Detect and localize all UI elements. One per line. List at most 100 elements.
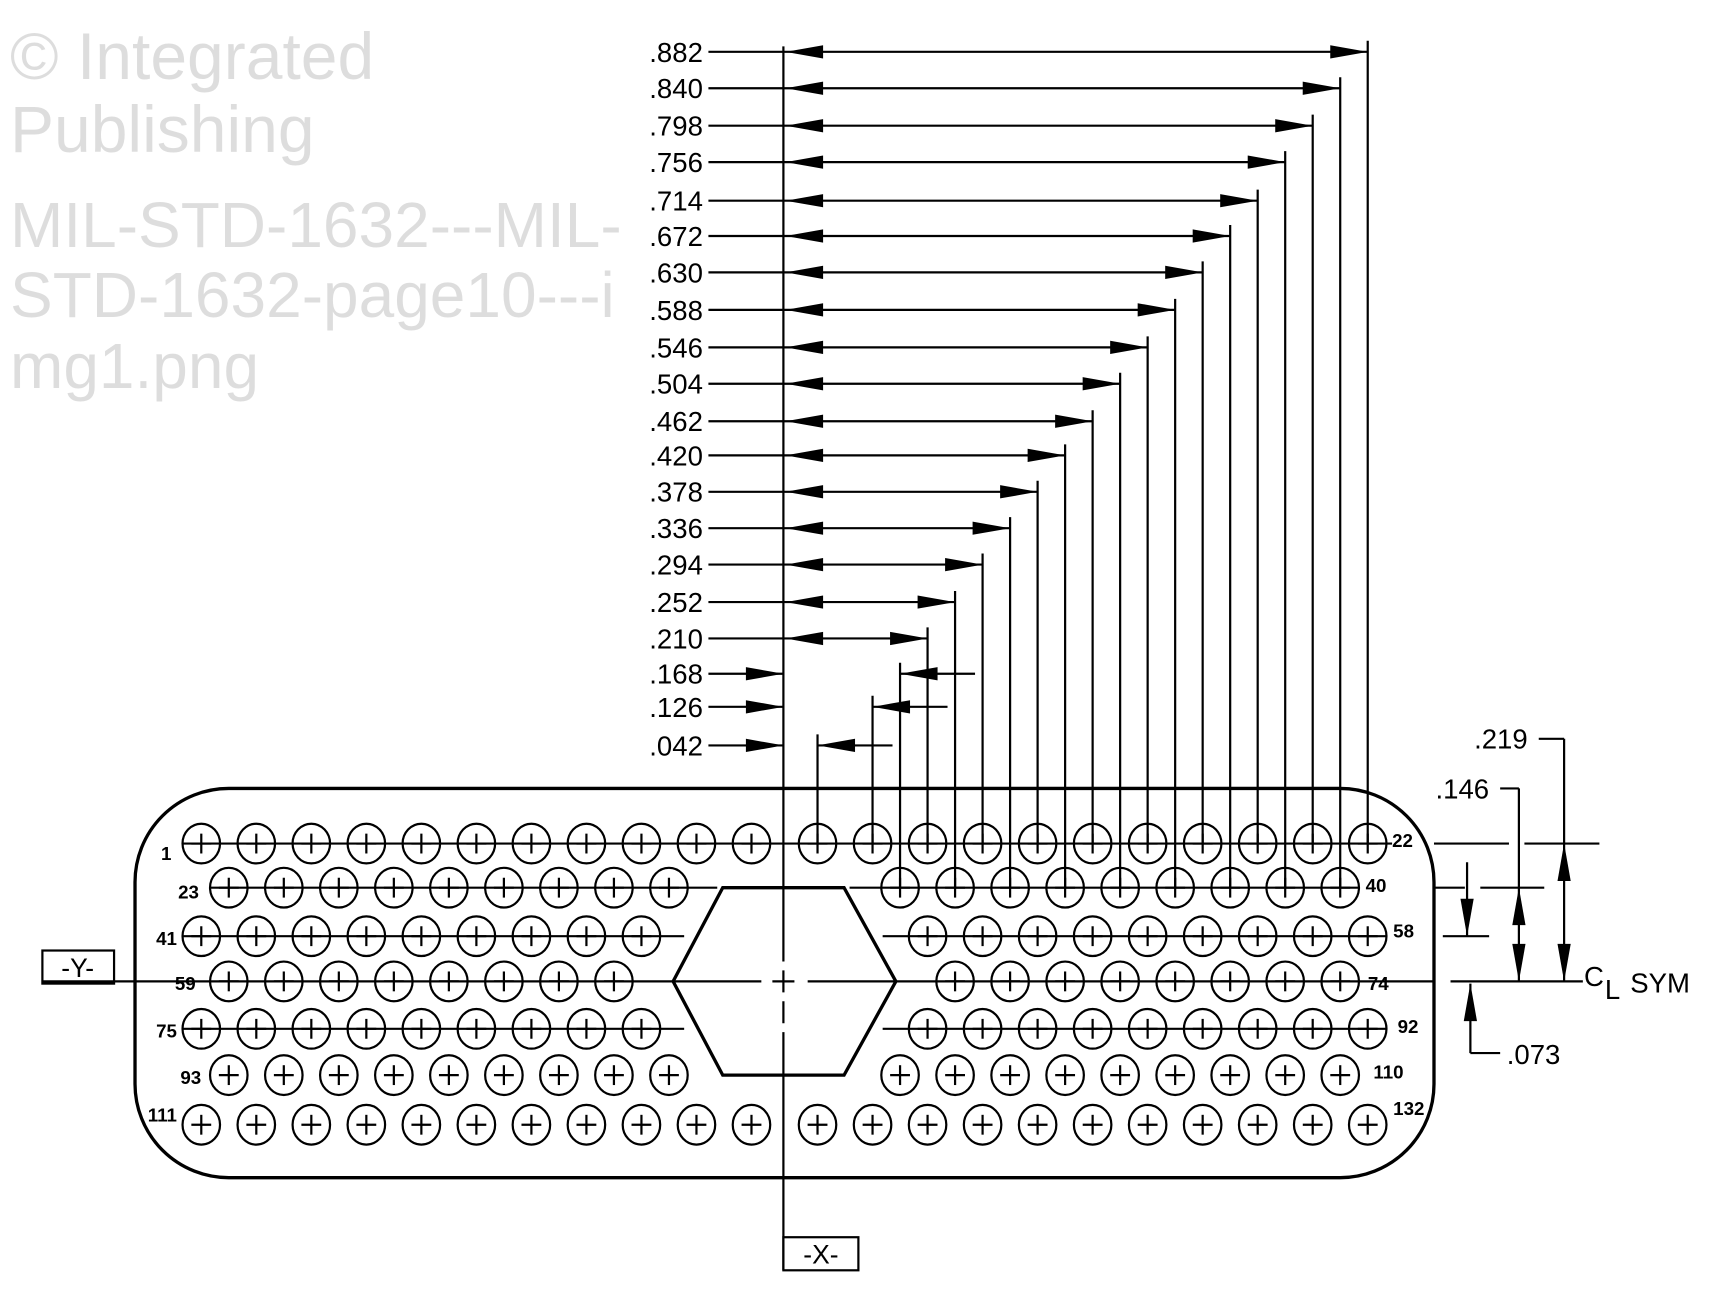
contact-pin (880, 1054, 920, 1097)
pin-circle (1347, 1007, 1388, 1050)
pin-circle (291, 822, 332, 865)
dimension-pt756: .756 (649, 147, 1287, 888)
datum-y-label: -Y- (61, 953, 94, 983)
contact-pin (1182, 915, 1223, 958)
dimension-073: .073 (1460, 862, 1560, 1070)
dimension-pt210: .210 (649, 623, 929, 844)
row-start-pin-number: 75 (156, 1021, 177, 1042)
arrowhead (900, 667, 938, 681)
pin-circle (1292, 1007, 1333, 1050)
pin-circle (962, 1007, 1003, 1050)
pin-circle (1347, 915, 1388, 958)
row-end-pin-number: 74 (1368, 973, 1389, 994)
datum-x-box (782, 1236, 860, 1272)
arrowhead (1055, 414, 1093, 428)
contact-pin (1127, 915, 1168, 958)
contact-pin (318, 866, 359, 909)
contact-pin (539, 960, 579, 1003)
pin-circle (990, 1054, 1030, 1097)
pin-circle (1292, 1103, 1333, 1146)
arrowhead (1192, 229, 1231, 243)
contact-pin (1237, 915, 1278, 958)
row-start-pin-number: 59 (175, 973, 196, 994)
dimension-label: .126 (649, 692, 703, 723)
contact-pin (374, 960, 414, 1003)
dimension-pt798: .798 (649, 111, 1314, 844)
dimension-label: .219 (1474, 724, 1528, 755)
contact-pin (318, 960, 359, 1003)
row-end-pin-number: 58 (1393, 920, 1414, 941)
pin-circle (401, 1007, 442, 1050)
contact-pin (181, 1103, 222, 1146)
pin-circle (181, 822, 222, 865)
row-start-pin-number: 93 (180, 1067, 201, 1088)
pin-circle (484, 1054, 524, 1097)
arrowhead (1302, 81, 1341, 95)
contact-pin (1100, 1054, 1140, 1097)
pin-circle (566, 915, 607, 958)
pin-circle (484, 866, 524, 909)
pin-circle (594, 960, 634, 1003)
arrowhead (1557, 843, 1571, 882)
pin-circle (539, 1054, 579, 1097)
pin-circle (566, 1103, 607, 1146)
arrowhead (785, 45, 824, 59)
pin-circle (621, 915, 662, 958)
pin-circle (401, 1103, 442, 1146)
pin-circle (1237, 915, 1278, 958)
pin-circle (511, 1103, 552, 1146)
contact-pin (291, 915, 332, 958)
contact-pin (935, 960, 975, 1003)
pin-circle (1237, 1103, 1278, 1146)
arrowhead (1557, 943, 1571, 982)
contact-pin (429, 960, 469, 1003)
pin-circle (1127, 915, 1168, 958)
pin-circle (676, 822, 717, 865)
contact-pin (401, 1007, 442, 1050)
pin-circle (852, 1103, 893, 1146)
contact-pin (401, 822, 442, 865)
pin-circle (1292, 915, 1333, 958)
contact-pin (621, 1103, 662, 1146)
contact-pin (566, 822, 607, 865)
datum-x-label: -X- (803, 1240, 838, 1270)
pin-circle (1127, 1007, 1168, 1050)
dimension-pt168: .168 (649, 659, 976, 888)
arrowhead (1000, 485, 1038, 499)
pin-circle (907, 1103, 948, 1146)
contact-pin (1127, 1103, 1168, 1146)
row-start-pin-number: 111 (148, 1104, 177, 1125)
row-end-pin-number: 22 (1392, 830, 1413, 851)
pin-circle (1210, 1054, 1251, 1097)
dimension-pt336: .336 (649, 513, 1012, 888)
contact-pin (1347, 1007, 1388, 1050)
arrowhead (785, 448, 824, 463)
contact-pin (1045, 960, 1085, 1003)
pin-circle (1210, 960, 1251, 1003)
pin-circle (621, 822, 662, 865)
pin-circle (1100, 1054, 1140, 1097)
pin-circle (374, 1054, 414, 1097)
pin-circle (731, 1103, 772, 1146)
pin-circle (1045, 1054, 1085, 1097)
dimension-label: .672 (649, 221, 703, 252)
dimension-pt588: .588 (649, 295, 1177, 888)
pin-circle (181, 1103, 222, 1146)
contact-pin (621, 822, 662, 865)
dimension-pt630: .630 (649, 257, 1204, 844)
pin-circle (181, 1007, 222, 1050)
contact-pin (484, 960, 524, 1003)
contact-pin (236, 822, 277, 865)
contact-pin (1347, 915, 1388, 958)
contact-pin (1072, 915, 1113, 958)
dimension-219: .219 (1474, 724, 1571, 982)
dimension-pt420: .420 (649, 440, 1067, 888)
contact-pin (263, 960, 304, 1003)
contact-pin (1155, 1054, 1196, 1097)
dimension-label: .546 (649, 332, 703, 363)
dimension-label: .840 (649, 73, 703, 104)
pin-circle (456, 822, 497, 865)
arrowhead (1110, 340, 1148, 354)
arrowhead (1330, 45, 1368, 59)
